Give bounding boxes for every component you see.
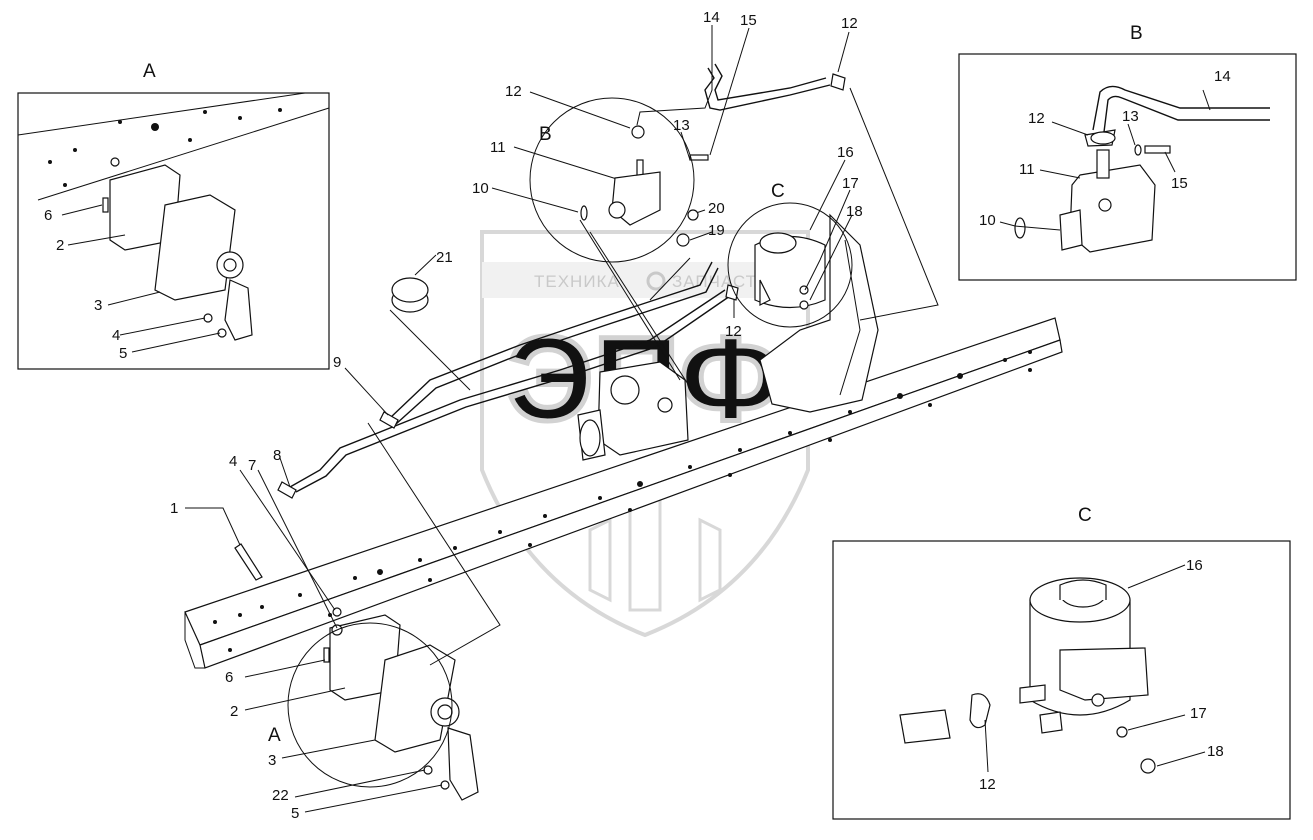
callout-1: 1	[170, 500, 178, 517]
callout-5: 5	[291, 805, 299, 822]
detail-c-title: C	[1078, 505, 1092, 526]
detail-b-callout-13: 13	[1122, 108, 1139, 125]
detail-c-callout-18: 18	[1207, 743, 1224, 760]
callout-16: 16	[837, 144, 854, 161]
detail-a-callout-2: 2	[56, 237, 64, 254]
callout-13: 13	[673, 117, 690, 134]
callout-4: 4	[229, 453, 237, 470]
callout-10: 10	[472, 180, 489, 197]
detail-b-callout-11: 11	[1019, 161, 1035, 178]
callout-7: 7	[248, 457, 256, 474]
main-callouts: 1 4 7 8 9 6 2 3 22 5 A 10 11 12 B 13 14 …	[170, 9, 863, 822]
detail-a-callout-6: 6	[44, 207, 52, 224]
callout-12-right: 12	[841, 15, 858, 32]
detail-a-callout-4: 4	[112, 327, 120, 344]
detail-b-callout-14: 14	[1214, 68, 1231, 85]
callout-9: 9	[333, 354, 341, 371]
detail-c: C 16 17 18 12	[832, 505, 1291, 820]
view-a-circle	[287, 622, 453, 788]
callout-12-center: 12	[725, 323, 742, 340]
callout-17: 17	[842, 175, 859, 192]
view-label-b: B	[539, 124, 552, 145]
callout-21: 21	[436, 249, 453, 266]
callout-8: 8	[273, 447, 281, 464]
watermark-left-text: ТЕХНИКА	[534, 272, 620, 291]
callout-2: 2	[230, 703, 238, 720]
callout-6: 6	[225, 669, 233, 686]
detail-a: A 6 2 3 4 5	[17, 61, 330, 370]
gear-icon	[646, 271, 666, 291]
bolt-1	[234, 543, 263, 581]
callout-11: 11	[490, 139, 506, 156]
callout-14: 14	[703, 9, 720, 26]
view-c-circle	[727, 202, 853, 328]
detail-b: B 14 12 13 11 15 10	[958, 23, 1297, 281]
callout-19: 19	[708, 222, 725, 239]
power-steering-pump	[577, 361, 689, 461]
detail-a-callout-5: 5	[119, 345, 127, 362]
callout-12-top: 12	[505, 83, 522, 100]
leader-lines	[185, 25, 939, 813]
callout-3: 3	[268, 752, 276, 769]
detail-b-callout-12: 12	[1028, 110, 1045, 127]
reservoir-assembly	[754, 213, 879, 413]
callout-18: 18	[846, 203, 863, 220]
callout-20: 20	[708, 200, 725, 217]
hydraulic-lines	[277, 261, 731, 499]
small-parts-top	[391, 63, 846, 313]
detail-b-title: B	[1130, 23, 1143, 44]
view-b-circle	[529, 97, 695, 263]
detail-b-callout-15: 15	[1171, 175, 1188, 192]
view-label-c: C	[771, 181, 785, 202]
detail-c-callout-12: 12	[979, 776, 996, 793]
callout-22: 22	[272, 787, 289, 804]
detail-a-title: A	[143, 61, 156, 82]
steering-gear-lower	[323, 607, 479, 801]
detail-b-callout-10: 10	[979, 212, 996, 229]
detail-a-callout-3: 3	[94, 297, 102, 314]
detail-c-callout-16: 16	[1186, 557, 1203, 574]
view-label-a: A	[268, 725, 281, 746]
callout-15: 15	[740, 12, 757, 29]
detail-c-callout-17: 17	[1190, 705, 1207, 722]
